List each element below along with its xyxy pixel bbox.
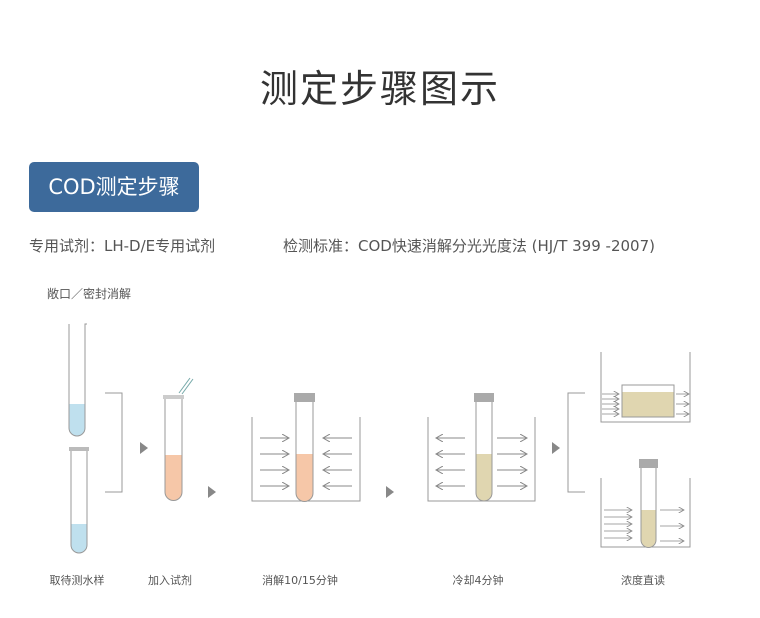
step-label: 取待测水样 xyxy=(49,574,105,587)
step-label: 加入试剂 xyxy=(148,574,192,587)
bracket xyxy=(105,392,123,493)
reagent-tube xyxy=(163,377,194,501)
reagent-info: 专用试剂：LH-D/E专用试剂 xyxy=(29,237,216,255)
cuvette-reading xyxy=(600,352,691,423)
bracket xyxy=(567,392,585,493)
step-arrow-icon xyxy=(386,486,394,498)
step-label: 冷却4分钟 xyxy=(452,574,504,587)
step-arrow-icon xyxy=(208,486,216,498)
step-label: 浓度直读 xyxy=(621,574,665,587)
step-arrow-icon xyxy=(140,442,148,454)
standard-info: 检测标准：COD快速消解分光光度法 (HJ/T 399 -2007) xyxy=(283,237,655,255)
page-title: 测定步骤图示 xyxy=(259,67,500,111)
sample-tube-open xyxy=(68,323,87,437)
cooling-bath xyxy=(427,393,536,502)
tube-reading xyxy=(600,459,691,548)
step-arrow-icon xyxy=(552,442,560,454)
section-badge: COD测定步骤 xyxy=(29,162,199,212)
digestion-note: 敞口／密封消解 xyxy=(47,287,132,301)
step-label: 消解10/15分钟 xyxy=(262,574,338,587)
digestion-bath xyxy=(251,393,361,502)
sample-tube-capped xyxy=(69,447,89,554)
